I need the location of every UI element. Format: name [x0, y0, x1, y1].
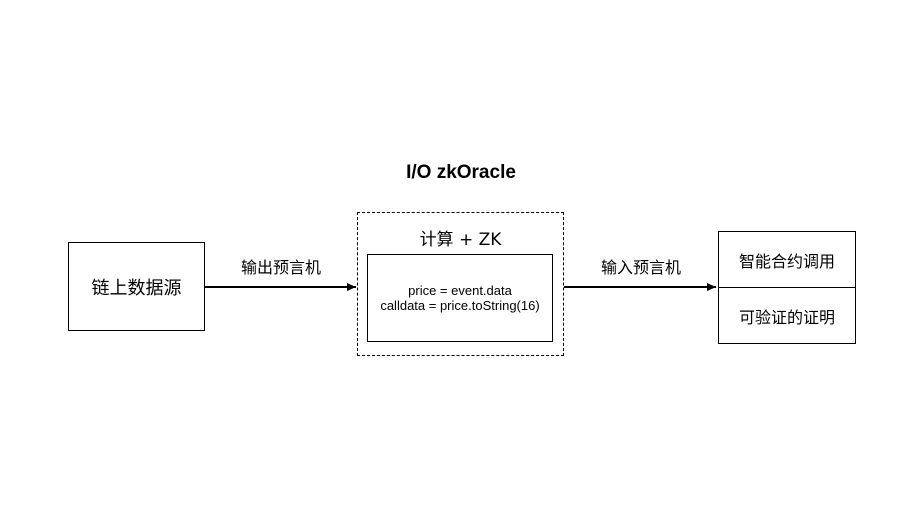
computation-code-box: price = event.data calldata = price.toSt…	[367, 254, 553, 342]
verifiable-proof-label: 可验证的证明	[738, 307, 835, 327]
code-line-price: price = event.data	[408, 283, 512, 298]
output-oracle-label: 输出预言机	[240, 258, 321, 277]
input-oracle-label: 输入预言机	[600, 258, 681, 277]
code-line-calldata: calldata = price.toString(16)	[380, 298, 540, 313]
diagram-title: I/O zkOracle	[406, 162, 516, 183]
smart-contract-node: 智能合约调用 可验证的证明	[718, 231, 856, 344]
zkoracle-dashed-frame	[357, 212, 564, 356]
verifiable-proof-cell: 可验证的证明	[719, 287, 855, 343]
onchain-data-source-node: 链上数据源	[68, 242, 205, 331]
contract-call-label: 智能合约调用	[738, 251, 835, 271]
compute-zk-label: 计算 + ZK	[419, 230, 502, 250]
onchain-data-source-label: 链上数据源	[91, 277, 182, 299]
contract-call-cell: 智能合约调用	[719, 232, 855, 287]
